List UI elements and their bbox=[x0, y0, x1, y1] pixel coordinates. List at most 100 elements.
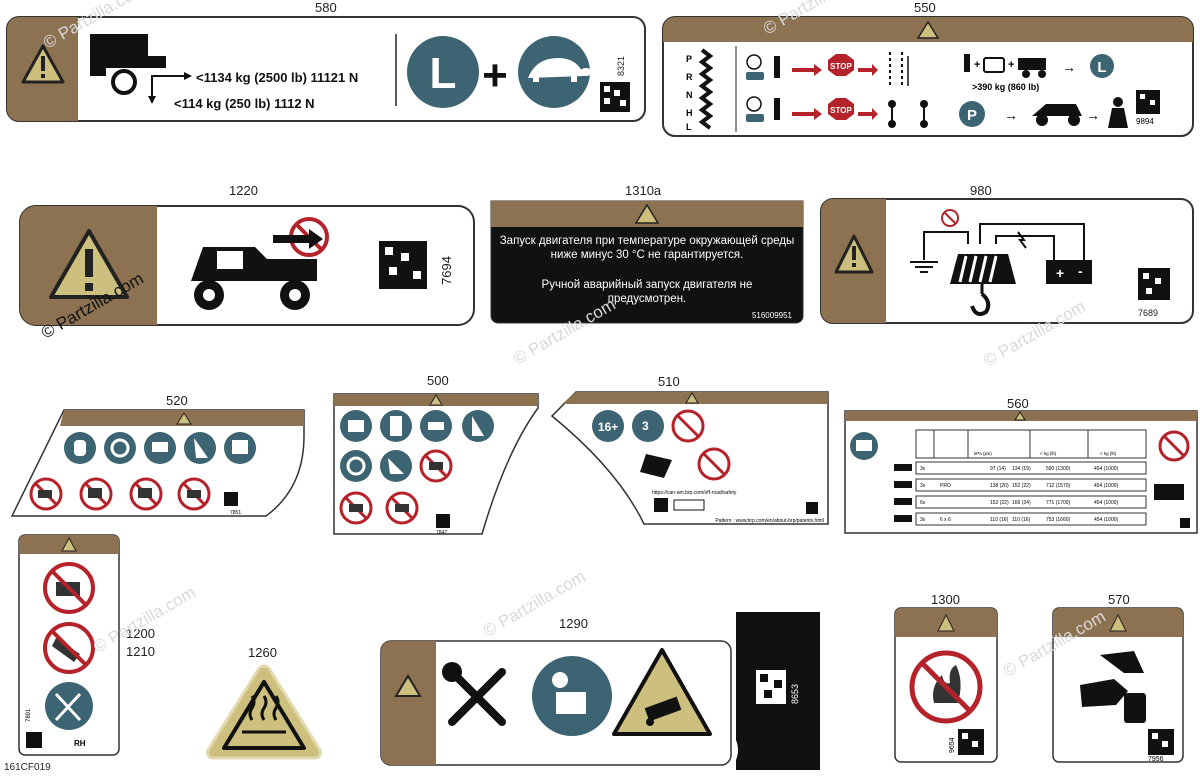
part-number-980: 980 bbox=[970, 183, 992, 198]
svg-text:152 (22): 152 (22) bbox=[1012, 483, 1031, 489]
svg-text:+: + bbox=[1056, 265, 1064, 281]
warning-triangle-icon bbox=[1109, 613, 1127, 632]
manual-start-note-text: Ручной аварийный запуск двигателя не пре… bbox=[541, 279, 753, 305]
turtle-slow-icon bbox=[518, 36, 592, 108]
low-gear-icon: L bbox=[407, 36, 479, 108]
svg-text:→: → bbox=[1086, 107, 1100, 123]
decal-580: <1134 kg (2500 lb) 11121 N <114 kg (250 … bbox=[6, 16, 646, 122]
warning-triangle-icon bbox=[834, 234, 874, 274]
svg-text:P: P bbox=[967, 107, 977, 124]
warning-triangle-icon bbox=[429, 394, 443, 406]
decal-500: 7847 bbox=[333, 393, 539, 536]
svg-text:3: 3 bbox=[642, 419, 649, 433]
svg-text:771 (1700): 771 (1700) bbox=[1046, 500, 1071, 506]
crush-hazard-icon bbox=[612, 648, 712, 736]
svg-text:166 (24): 166 (24) bbox=[1012, 500, 1031, 506]
svg-text:R: R bbox=[686, 72, 693, 82]
svg-text:+: + bbox=[1008, 59, 1014, 71]
cold-start-warning-text: Запуск двигателя при температуре окружаю… bbox=[499, 235, 795, 261]
part-number-1310a: 1310a bbox=[625, 183, 662, 198]
safety-url-text: https://can-am.brp.com/off-road/safety bbox=[652, 490, 737, 496]
datamatrix-code bbox=[600, 82, 630, 112]
part-number-580: 580 bbox=[315, 0, 337, 15]
decal-code: 7956 bbox=[1148, 756, 1164, 763]
gear-selector: P R N H L bbox=[686, 48, 714, 132]
svg-text:L: L bbox=[686, 122, 692, 132]
part-number-1210: 1210 bbox=[126, 644, 155, 659]
svg-text:< kg (lb): < kg (lb) bbox=[1100, 451, 1117, 456]
svg-text:< kg (lb): < kg (lb) bbox=[1040, 451, 1057, 456]
part-number-570: 570 bbox=[1108, 592, 1130, 607]
svg-text:16+: 16+ bbox=[598, 420, 618, 434]
warning-triangle-icon bbox=[1014, 411, 1026, 421]
cargo-box-tow-icon bbox=[90, 34, 192, 104]
decal-1290: 8653 bbox=[380, 612, 820, 770]
warning-triangle-icon bbox=[61, 536, 77, 552]
decal-code: 7694 bbox=[439, 256, 454, 285]
svg-text:454 (1000): 454 (1000) bbox=[1094, 500, 1119, 506]
pinch-hazard-icon bbox=[1080, 651, 1146, 723]
decal-code: 7847 bbox=[436, 530, 447, 536]
datamatrix-code bbox=[379, 241, 427, 289]
diagram-code: 161CF019 bbox=[4, 762, 51, 773]
svg-text:+: + bbox=[974, 59, 980, 71]
part-number-500: 500 bbox=[427, 373, 449, 388]
decal-980: + - 7689 bbox=[820, 198, 1194, 324]
warning-triangle-icon bbox=[634, 203, 660, 224]
svg-text:→: → bbox=[1062, 59, 1076, 75]
svg-text:PRO: PRO bbox=[940, 483, 951, 489]
svg-text:138 (20): 138 (20) bbox=[990, 483, 1009, 489]
svg-text:6 x 6: 6 x 6 bbox=[940, 517, 951, 523]
winch-wiring-icon: + - bbox=[910, 209, 1092, 316]
part-number-1220: 1220 bbox=[229, 183, 258, 198]
patents-url-text: Pattern : www.brp.com/en/about-brp/paten… bbox=[715, 518, 824, 524]
svg-text:152 (22): 152 (22) bbox=[990, 500, 1009, 506]
hot-surface-icon bbox=[242, 695, 286, 734]
part-number-520: 520 bbox=[166, 393, 188, 408]
decal-1220: 7694 bbox=[19, 205, 475, 326]
decal-510: 16+ 3 https://can-am.brp.com/off-road/sa… bbox=[550, 391, 829, 525]
warning-triangle-icon bbox=[394, 674, 422, 697]
warning-triangle-icon bbox=[916, 20, 940, 39]
svg-text:3x: 3x bbox=[920, 483, 926, 489]
warning-triangle-icon bbox=[685, 392, 699, 404]
start-sequence-row: STOP P → → bbox=[746, 96, 1128, 128]
part-number-510: 510 bbox=[658, 374, 680, 389]
svg-text:L: L bbox=[430, 49, 457, 98]
decal-1200: RH 7891 bbox=[18, 534, 120, 756]
svg-text:110 (16): 110 (16) bbox=[990, 517, 1009, 523]
warning-triangle-icon bbox=[937, 613, 955, 632]
svg-text:3x: 3x bbox=[920, 466, 926, 472]
no-flame-icon bbox=[909, 650, 983, 724]
part-number-1260: 1260 bbox=[248, 645, 277, 660]
tools-icon bbox=[448, 668, 506, 726]
warning-triangle-icon bbox=[176, 412, 192, 425]
svg-text:590 (1300): 590 (1300) bbox=[1046, 466, 1071, 472]
svg-text:110 (16): 110 (16) bbox=[1012, 517, 1031, 523]
part-number-1300: 1300 bbox=[931, 592, 960, 607]
decal-1300: 9654 bbox=[894, 607, 998, 763]
tongue-weight-text: <114 kg (250 lb) 1112 N bbox=[174, 96, 315, 111]
decal-code: 7689 bbox=[1138, 308, 1158, 318]
rollover-icon bbox=[640, 454, 672, 478]
svg-text:-: - bbox=[1078, 263, 1083, 279]
svg-text:454 (1000): 454 (1000) bbox=[1094, 483, 1119, 489]
park-sequence-row: STOP + + → L >390 kg (860 lb) bbox=[746, 52, 1114, 92]
svg-text:L: L bbox=[1097, 59, 1106, 76]
svg-text:454 (1000): 454 (1000) bbox=[1094, 517, 1119, 523]
svg-text:P: P bbox=[686, 54, 692, 64]
svg-text:134 (19): 134 (19) bbox=[1012, 466, 1031, 472]
part-number-1290: 1290 bbox=[559, 616, 588, 631]
svg-text:712 (1570): 712 (1570) bbox=[1046, 483, 1071, 489]
warning-triangle-icon bbox=[49, 229, 129, 299]
no-hand-icon bbox=[43, 622, 95, 674]
no-arm-out-icon bbox=[43, 562, 95, 614]
weight-threshold-text: >390 kg (860 lb) bbox=[972, 82, 1039, 92]
part-number-1200: 1200 bbox=[126, 626, 155, 641]
svg-text:3x: 3x bbox=[920, 517, 926, 523]
svg-text:H: H bbox=[686, 108, 693, 118]
decal-1310a: 516009951 bbox=[490, 200, 804, 324]
